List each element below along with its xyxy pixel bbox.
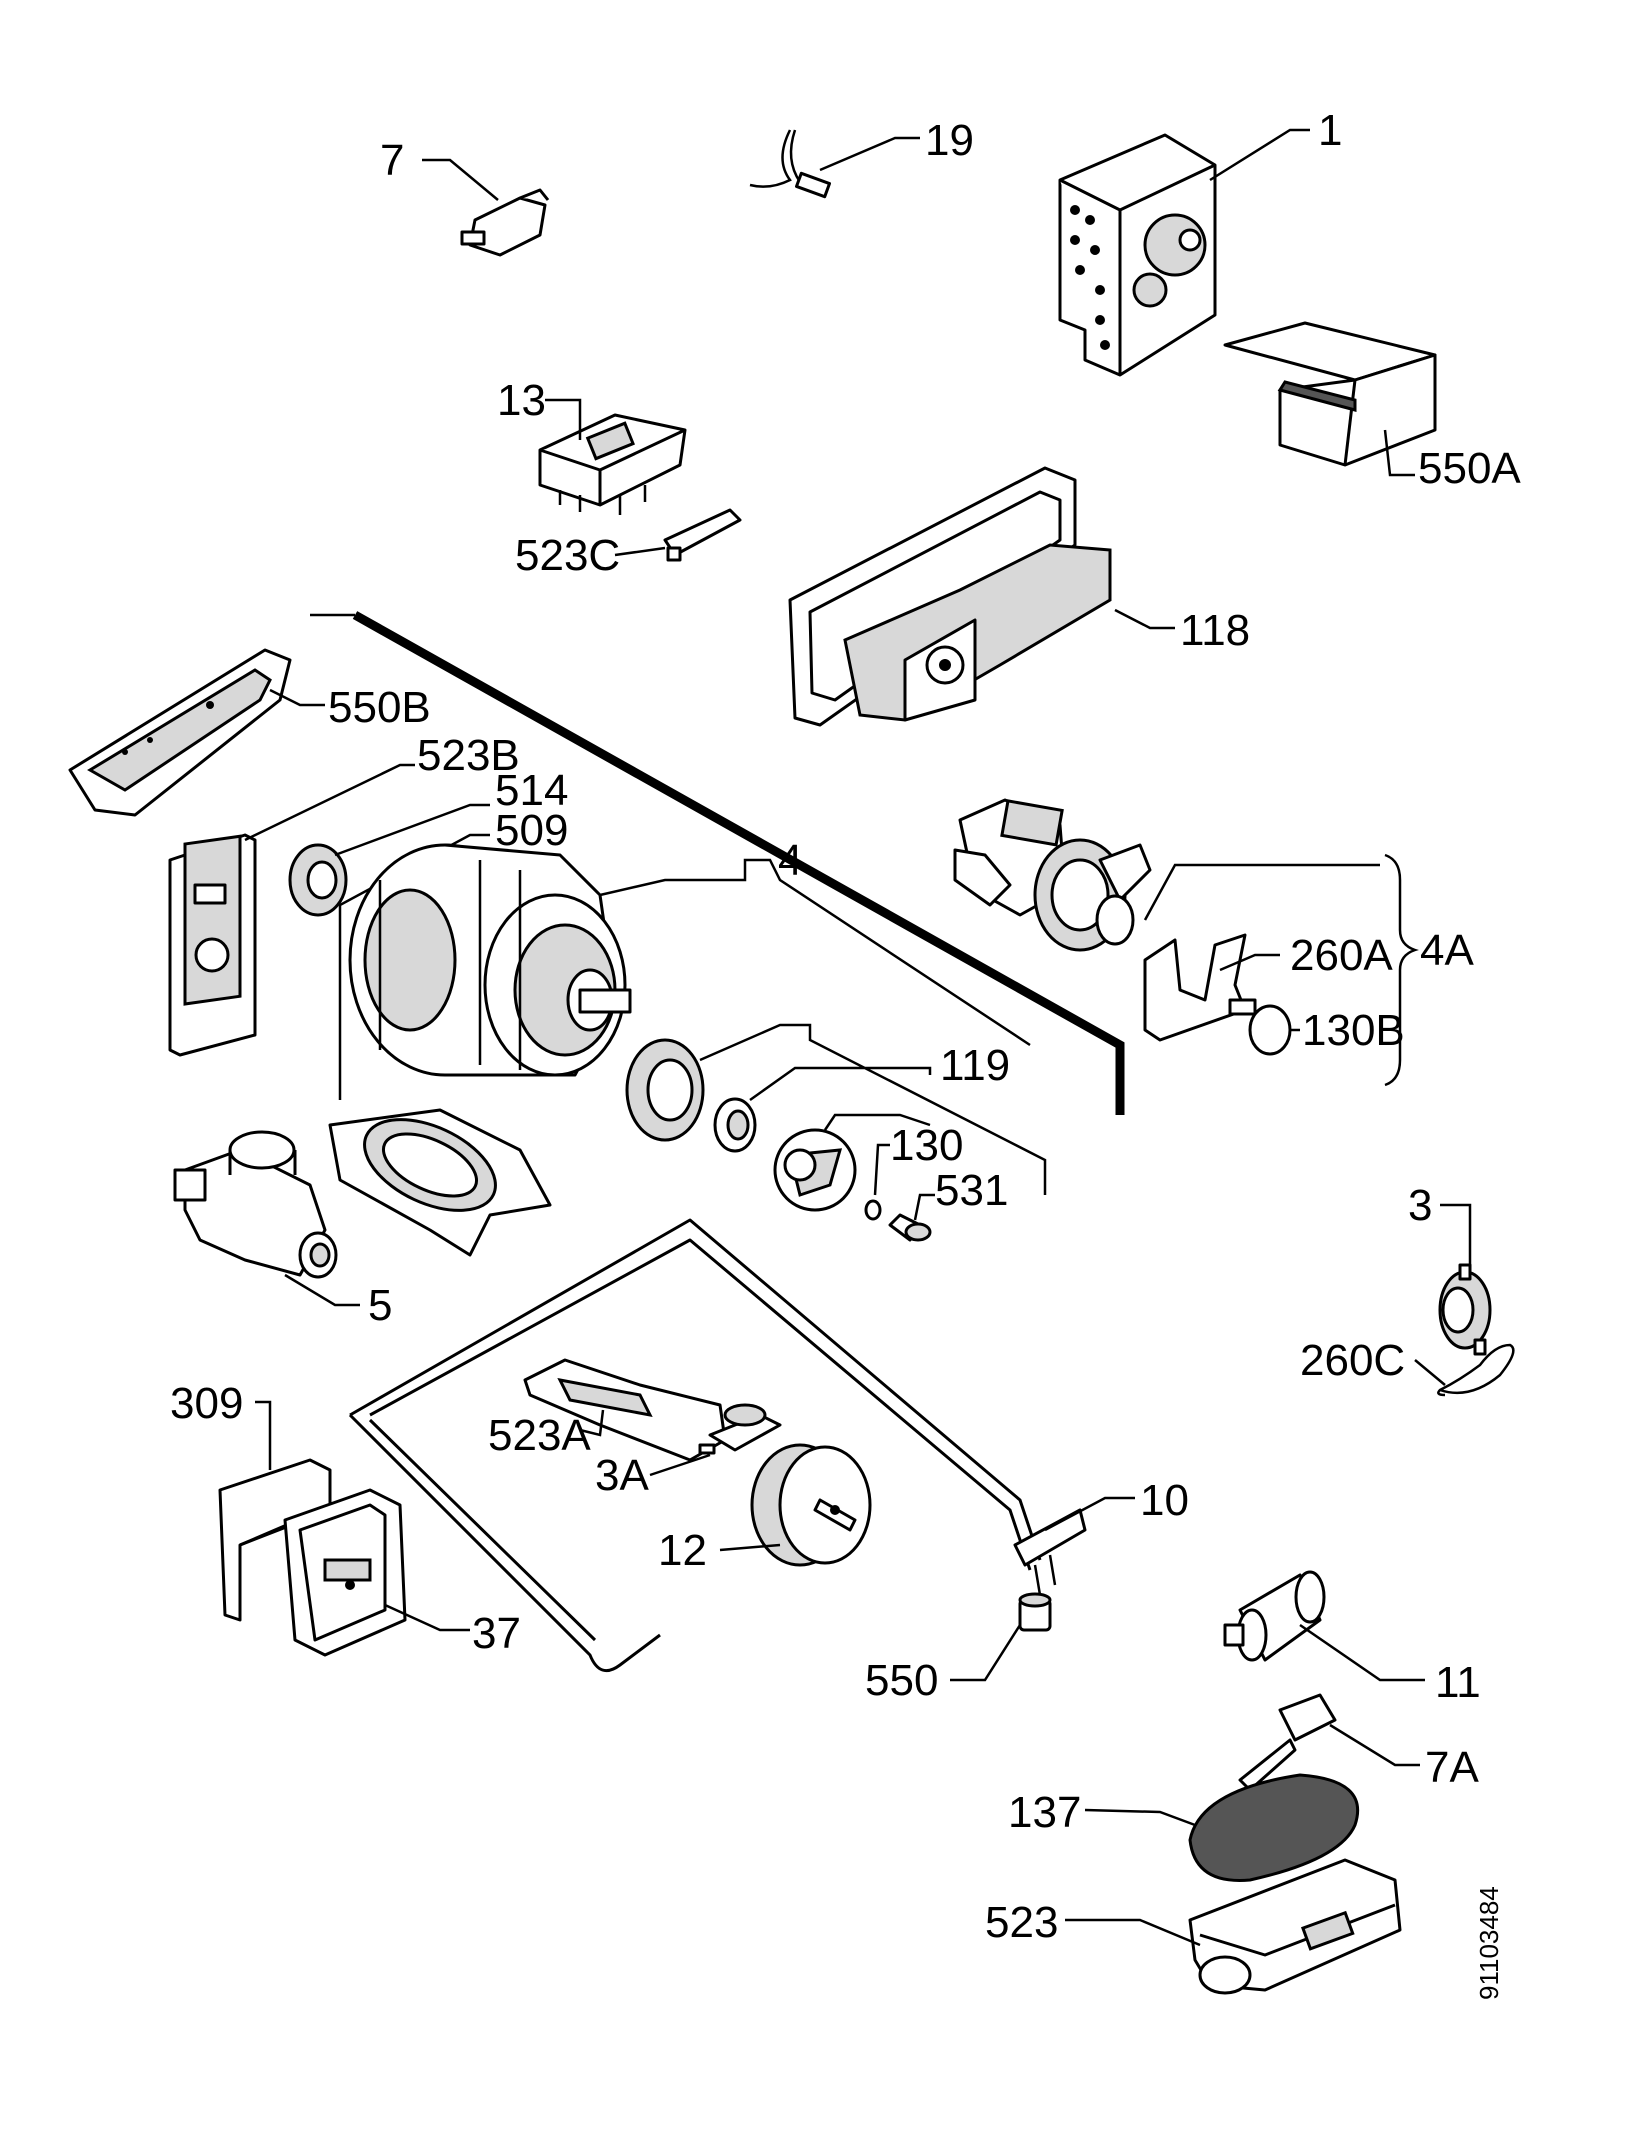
label-523C: 523C	[515, 531, 620, 580]
label-509: 509	[495, 806, 568, 855]
part-pump-4A	[953, 798, 1152, 952]
part-37-terminal-block	[283, 1488, 407, 1657]
leader-119	[699, 1023, 1047, 1195]
leader-523B	[244, 763, 415, 842]
part-12-pressure-switch	[750, 1443, 872, 1567]
divider-line-upper	[352, 611, 1125, 1115]
part-514-seal	[288, 843, 348, 917]
leader-1	[1209, 128, 1310, 182]
leader-118	[1114, 608, 1175, 630]
leader-550	[950, 1624, 1022, 1682]
part-impeller	[773, 1128, 857, 1212]
part-11-capacitor	[1223, 1570, 1326, 1662]
leader-4	[599, 858, 1031, 1047]
part-19-sensor	[749, 129, 831, 199]
document-code: 91103484	[1474, 1886, 1504, 2000]
label-523B: 523B	[417, 731, 520, 780]
leader-19	[819, 136, 920, 172]
label-7: 7	[380, 136, 404, 185]
brace-4A	[1384, 853, 1419, 1087]
leader-7	[422, 158, 499, 201]
leader-523C	[614, 546, 666, 557]
part-260C-cord	[1437, 1343, 1515, 1397]
part-119-pump-housing	[625, 1038, 757, 1153]
label-550: 550	[865, 1656, 938, 1705]
leader-11	[1299, 1623, 1425, 1682]
part-7A-microswitch	[1238, 1693, 1337, 1792]
leader-3A	[649, 1453, 711, 1477]
part-550A-cover	[1223, 321, 1437, 467]
label-13: 13	[497, 376, 546, 425]
label-11: 11	[1435, 1658, 1481, 1707]
part-550B-handle	[68, 648, 292, 817]
leader-5	[284, 1273, 360, 1307]
label-130: 130	[890, 1121, 963, 1170]
part-137-filter	[1188, 1773, 1360, 1882]
leader-37	[384, 1603, 470, 1632]
leader-309	[255, 1400, 272, 1470]
label-12: 12	[658, 1526, 707, 1575]
part-3-switch	[1438, 1263, 1492, 1356]
label-119: 119	[940, 1041, 1010, 1090]
part-260A-bracket	[1143, 933, 1257, 1042]
label-118: 118	[1180, 606, 1250, 655]
label-19: 19	[925, 116, 974, 165]
label-550A: 550A	[1418, 444, 1521, 493]
label-260A: 260A	[1290, 931, 1393, 980]
part-550-plug	[1018, 1592, 1052, 1632]
label-3: 3	[1408, 1181, 1432, 1230]
leader-550B	[269, 688, 325, 707]
part-5-valve	[173, 1130, 338, 1279]
part-7-connector	[460, 188, 550, 257]
leader-impeller	[823, 1113, 931, 1131]
leader-260A	[1219, 953, 1280, 972]
part-523B-panel	[168, 833, 257, 1057]
part-130B-oring	[1248, 1004, 1292, 1056]
part-509-base-plate	[328, 1108, 552, 1257]
part-130-washer	[864, 1199, 882, 1221]
leader-260C	[1414, 1359, 1446, 1386]
label-3A: 3A	[595, 1451, 649, 1500]
part-523-sump	[1188, 1858, 1402, 1995]
leader-523A	[579, 1409, 605, 1437]
part-523C-clip	[663, 508, 742, 562]
label-260C: 260C	[1300, 1336, 1405, 1385]
label-7A: 7A	[1425, 1743, 1479, 1792]
leader-12	[719, 1543, 781, 1552]
label-137: 137	[1008, 1788, 1081, 1837]
label-10: 10	[1140, 1476, 1189, 1525]
leader-514	[334, 803, 490, 857]
part-13-switch-block	[538, 413, 687, 515]
leader-10	[1044, 1496, 1135, 1532]
label-514: 514	[495, 766, 568, 815]
label-4: 4	[778, 836, 802, 885]
label-37: 37	[472, 1609, 521, 1658]
leader-7A	[1329, 1723, 1420, 1767]
leader-3	[1440, 1203, 1472, 1270]
part-4-motor	[348, 843, 632, 1077]
leader-531	[913, 1193, 935, 1221]
leader-550A	[1383, 429, 1415, 477]
leader-4A-top	[1143, 863, 1380, 921]
part-1-timer	[1058, 133, 1217, 377]
label-309: 309	[170, 1379, 243, 1428]
label-523A: 523A	[488, 1411, 591, 1460]
label-4A: 4A	[1420, 926, 1474, 975]
label-1: 1	[1318, 106, 1342, 155]
label-5: 5	[368, 1281, 392, 1330]
leader-137	[1084, 1808, 1196, 1827]
part-118-dispenser	[788, 466, 1112, 727]
leader-523	[1065, 1918, 1201, 1947]
label-130B: 130B	[1302, 1006, 1405, 1055]
part-3A-thermostat	[698, 1403, 782, 1455]
label-523: 523	[985, 1898, 1058, 1947]
part-531-screw	[888, 1213, 932, 1242]
leader-130	[873, 1143, 890, 1196]
label-531: 531	[935, 1166, 1008, 1215]
label-550B: 550B	[328, 683, 431, 732]
leader-13	[545, 398, 582, 440]
